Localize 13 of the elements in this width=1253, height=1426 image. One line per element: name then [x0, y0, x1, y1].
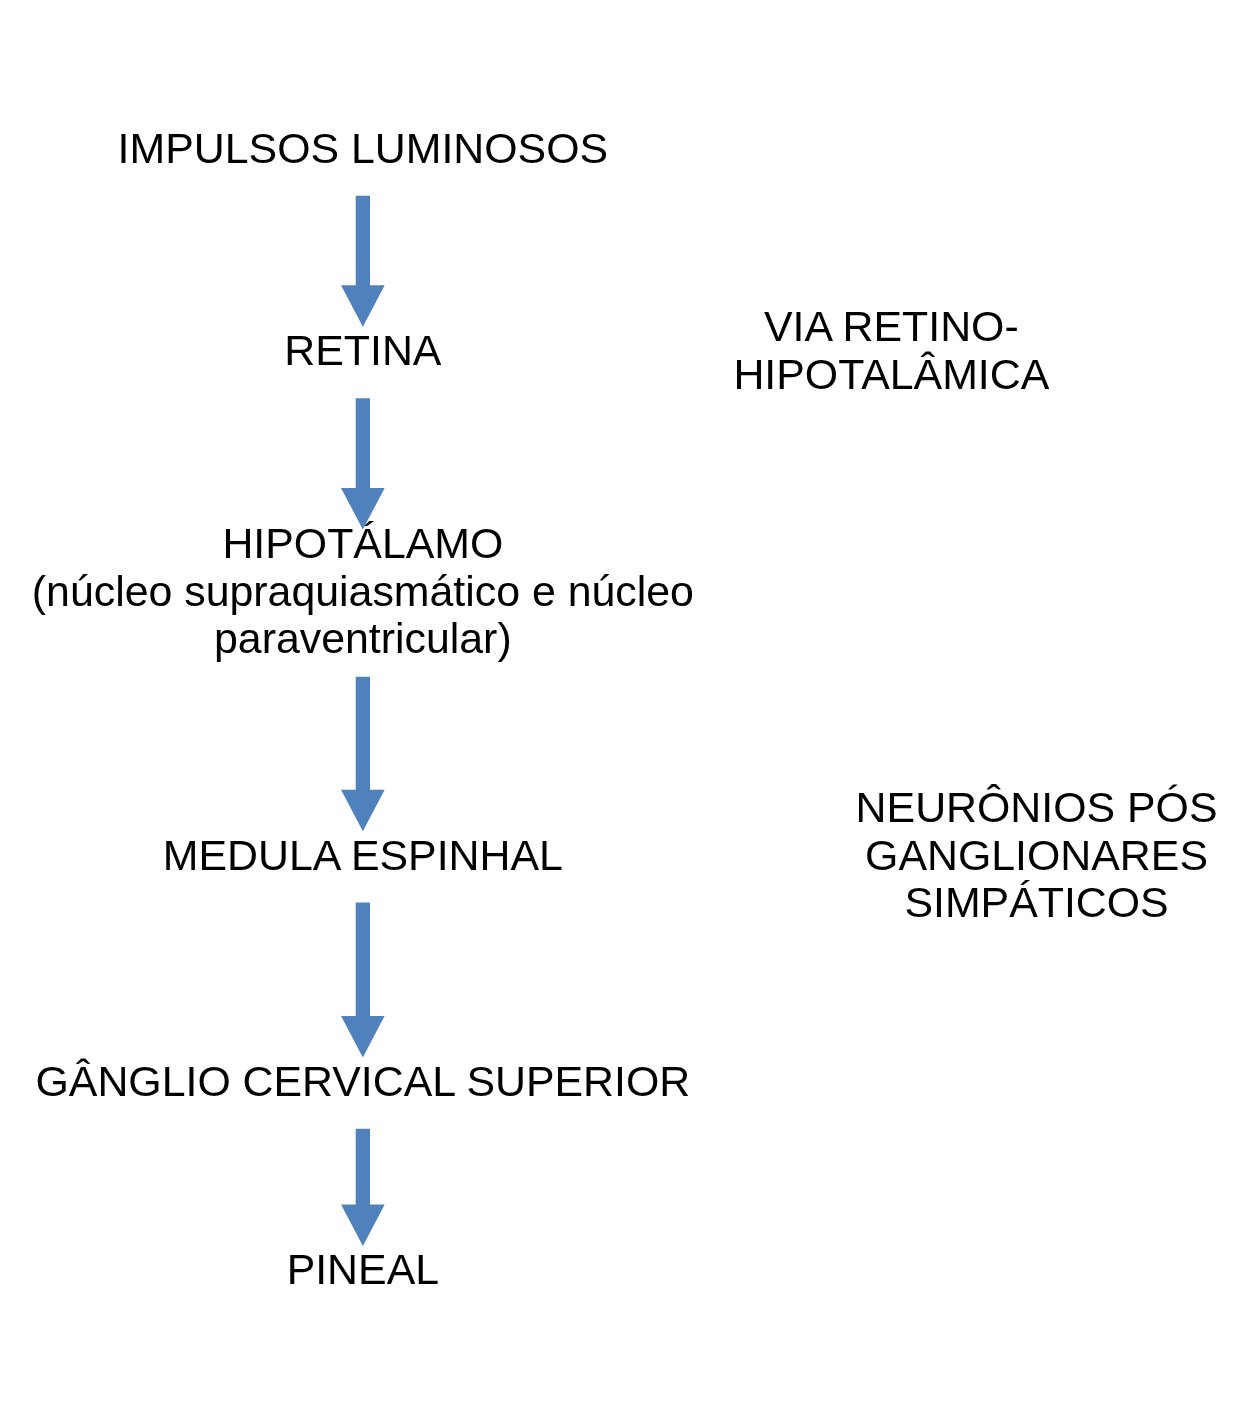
arrow	[341, 1128, 385, 1247]
arrow	[341, 676, 385, 832]
node-text: PINEAL	[286, 1245, 440, 1294]
arrow	[341, 398, 385, 530]
node-text: RETINA	[284, 326, 442, 375]
label: NEURÔNIOS PÓS GANGLIONARES SIMPÁTICOS	[855, 783, 1218, 927]
arrow	[341, 902, 385, 1058]
node-text: MEDULA ESPINHAL	[162, 830, 563, 879]
node-text: IMPULSOS LUMINOSOS	[117, 123, 609, 172]
label: VIA RETINO- HIPOTALÂMICA	[733, 302, 1050, 398]
node-text: HIPOTÁLAMO (núcleo supraquiasmático e núcleo paraventricular)	[31, 519, 694, 663]
arrow	[341, 195, 385, 327]
node-text: GÂNGLIO CERVICAL SUPERIOR	[35, 1057, 691, 1106]
